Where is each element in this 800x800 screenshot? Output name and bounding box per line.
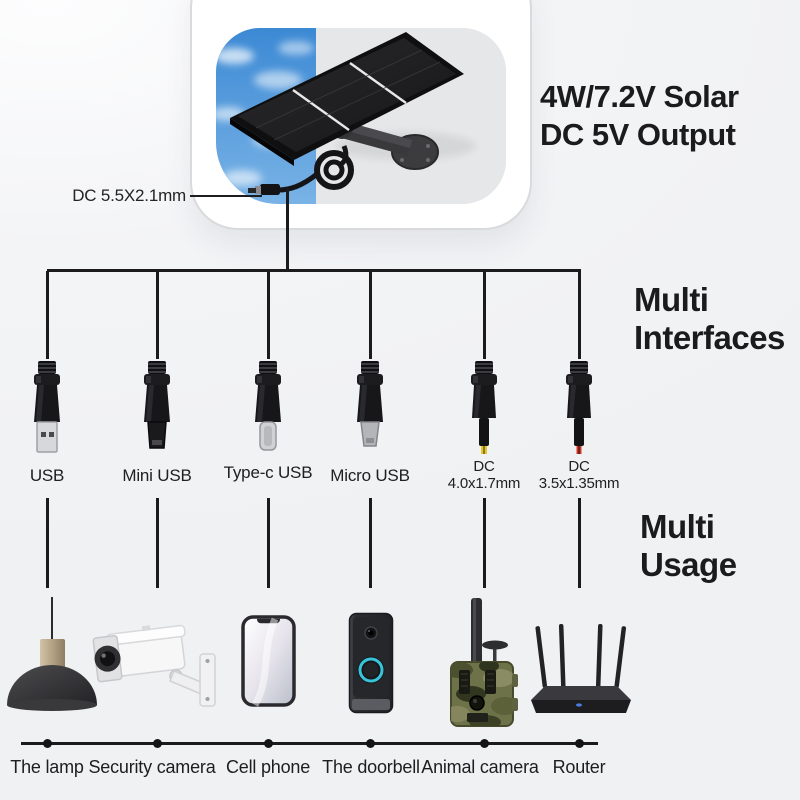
device-label-animal-camera: Animal camera — [421, 757, 539, 777]
mini-usb-connector-icon — [135, 360, 179, 458]
tree-drop-line — [483, 271, 486, 359]
device-label-router: Router — [552, 757, 606, 777]
animal-trail-camera-icon — [433, 596, 525, 735]
dc-4-0x1-7-connector-icon — [462, 360, 506, 458]
baseline-dot — [480, 739, 489, 748]
dc-3-5x1-35-connector-icon — [557, 360, 601, 458]
device-label-cell-phone: Cell phone — [225, 757, 311, 777]
dc-plug — [248, 184, 280, 195]
usage-drop-line — [156, 498, 159, 588]
tree-drop-line — [578, 271, 581, 359]
tree-stem-line — [286, 189, 289, 271]
tree-horizontal-line — [47, 269, 581, 272]
connector-label-micro-usb: Micro USB — [330, 466, 410, 485]
security-camera-icon — [86, 610, 222, 721]
tree-drop-line — [156, 271, 159, 359]
section-title-multi-interfaces: Multi Interfaces — [634, 281, 785, 356]
connector-label-mini-usb: Mini USB — [122, 466, 192, 485]
connector-label-type-c-usb: Type-c USB — [223, 463, 313, 482]
device-label-security-camera: Security camera — [88, 757, 216, 777]
headline-line2: DC 5V Output — [540, 117, 736, 152]
solar-panel — [230, 32, 464, 166]
usage-baseline — [21, 742, 598, 745]
cell-phone-icon — [241, 615, 296, 712]
usb-a-connector-icon — [25, 360, 69, 458]
headline: 4W/7.2V Solar DC 5V Output — [540, 78, 739, 154]
coiled-cable — [277, 145, 354, 193]
tree-drop-line — [267, 271, 270, 359]
solar-panel-photo — [216, 28, 506, 204]
solar-panel-illustration — [216, 28, 506, 204]
baseline-dot — [366, 739, 375, 748]
usage-drop-line — [369, 498, 372, 588]
dc-size-callout-label: DC 5.5X2.1mm — [72, 186, 186, 205]
baseline-dot — [264, 739, 273, 748]
device-label-doorbell: The doorbell — [322, 757, 420, 777]
type-c-usb-connector-icon — [246, 360, 290, 458]
headline-line1: 4W/7.2V Solar — [540, 79, 739, 114]
connector-label-usb: USB — [29, 466, 65, 485]
usage-drop-line — [46, 498, 49, 588]
baseline-dot — [575, 739, 584, 748]
baseline-dot — [153, 739, 162, 748]
callout-pointer-line — [190, 195, 262, 197]
usage-drop-line — [578, 498, 581, 588]
usage-drop-line — [267, 498, 270, 588]
solar-panel-card — [190, 0, 532, 230]
usage-drop-line — [483, 498, 486, 588]
video-doorbell-icon — [348, 612, 394, 719]
pendant-lamp-icon — [4, 597, 100, 718]
micro-usb-connector-icon — [348, 360, 392, 458]
tree-drop-line — [369, 271, 372, 359]
baseline-dot — [43, 739, 52, 748]
wifi-router-icon — [527, 622, 635, 723]
connector-label-dc-4-0x1-7: DC 4.0x1.7mm — [447, 458, 521, 492]
connector-label-dc-3-5x1-35: DC 3.5x1.35mm — [538, 458, 620, 492]
section-title-multi-usage: Multi Usage — [640, 508, 737, 583]
tree-drop-line — [46, 271, 49, 359]
device-label-lamp: The lamp — [10, 757, 84, 777]
